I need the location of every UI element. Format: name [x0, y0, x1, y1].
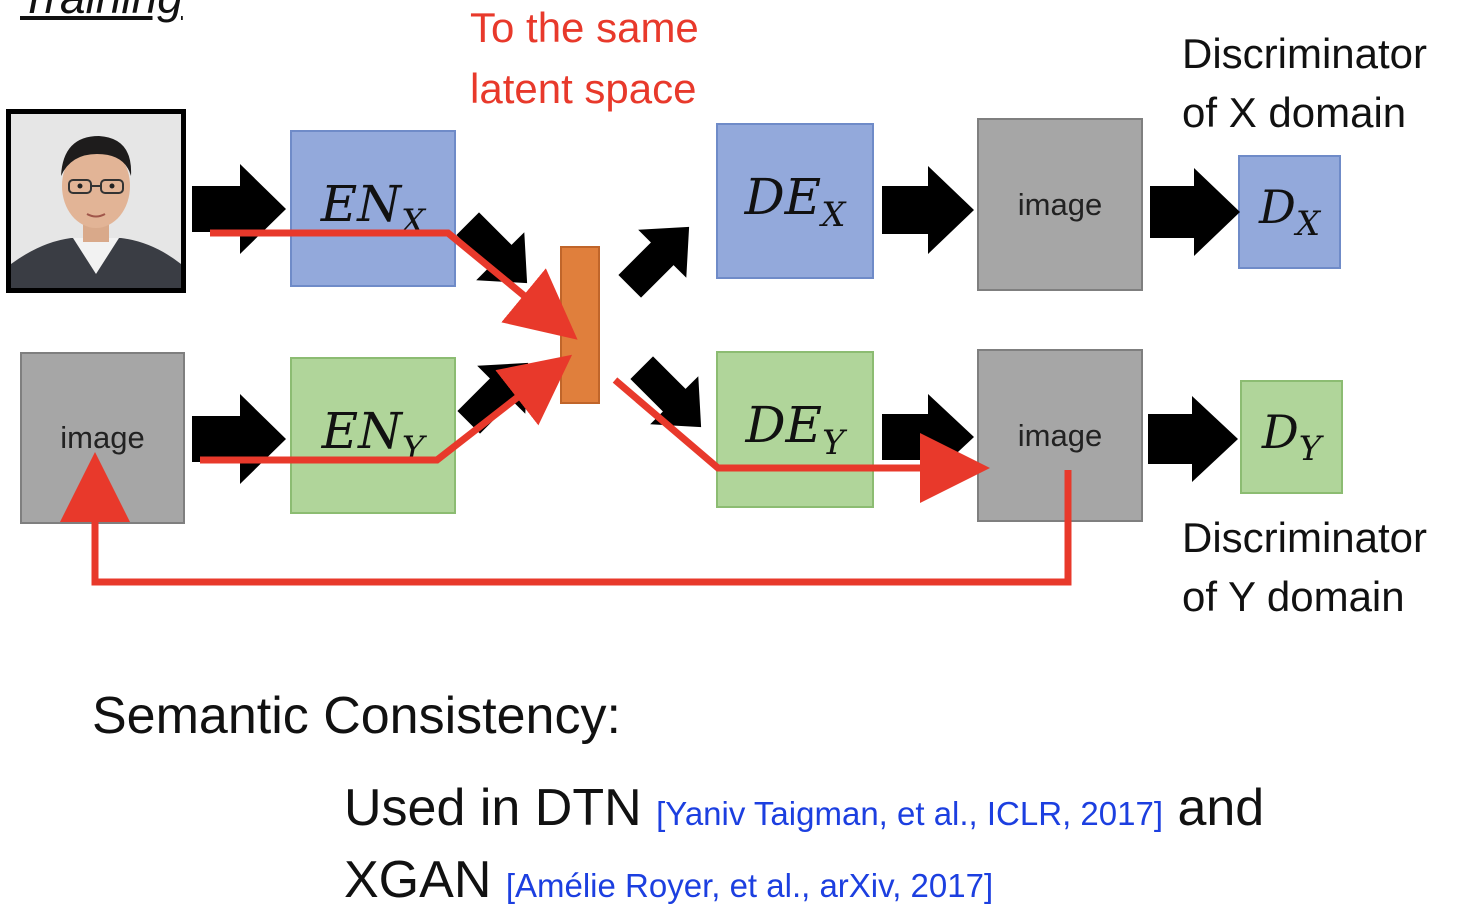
xgan-line: XGAN [Amélie Royer, et al., arXiv, 2017] [344, 850, 993, 910]
latent-note-line1: To the same [470, 4, 699, 51]
used-in-xgan: XGAN [344, 851, 492, 909]
arrow-dex-to-image [882, 166, 974, 254]
output-image-x-label: image [1017, 186, 1103, 222]
used-in-line: Used in DTN [Yaniv Taigman, et al., ICLR… [344, 778, 1264, 838]
arrow-image-to-eny [192, 394, 286, 484]
discriminator-y-label: Discriminator of Y domain [1182, 508, 1427, 626]
input-image-y-label: image [60, 420, 145, 455]
red-path-decode-y [612, 377, 990, 503]
red-path-x [210, 229, 578, 340]
arrow-latent-to-dey [630, 356, 702, 428]
arrow-image-to-dy [1148, 396, 1238, 482]
latent-note-line2: latent space [470, 65, 697, 112]
disc-y-line1: Discriminator [1182, 514, 1428, 561]
arrow-photo-to-enx [192, 164, 286, 254]
disc-x-line2: of X domain [1182, 89, 1407, 136]
disc-y-line2: of Y domain [1182, 573, 1405, 620]
encoder-x: ENX [290, 130, 456, 287]
arrow-eny-to-latent [457, 362, 529, 434]
output-image-y-label: image [1017, 417, 1103, 453]
discriminator-y-symbol: DY [1261, 405, 1322, 469]
citation-xgan: [Amélie Royer, et al., arXiv, 2017] [505, 867, 994, 904]
face-photo [6, 109, 186, 293]
used-in-dtn: Used in DTN [344, 779, 642, 837]
decoder-x-label: DEX [744, 167, 846, 235]
used-in-and: and [1177, 779, 1265, 837]
output-image-x: image [977, 118, 1143, 291]
discriminator-x-label: Discriminator of X domain [1182, 24, 1427, 142]
encoder-y: ENY [290, 357, 456, 514]
decoder-x: DEX [716, 123, 874, 279]
semantic-consistency-heading: Semantic Consistency: [92, 687, 621, 745]
citation-dtn: [Yaniv Taigman, et al., ICLR, 2017] [656, 795, 1163, 832]
latent-space-note: To the same latent space [470, 0, 699, 119]
decoder-y: DEY [716, 351, 874, 508]
red-path-y [200, 354, 573, 464]
discriminator-y: DY [1240, 380, 1343, 494]
red-path-cycle [60, 452, 1072, 586]
disc-x-line1: Discriminator [1182, 30, 1428, 77]
slide-title: Training [20, 0, 183, 24]
output-image-y: image [977, 349, 1143, 522]
decoder-y-label: DEY [745, 396, 845, 463]
face-illustration [11, 114, 181, 288]
arrow-enx-to-latent [456, 212, 528, 284]
arrow-latent-to-dex [618, 226, 690, 298]
discriminator-x-symbol: DX [1258, 180, 1321, 244]
arrow-image-to-dx [1150, 168, 1240, 256]
